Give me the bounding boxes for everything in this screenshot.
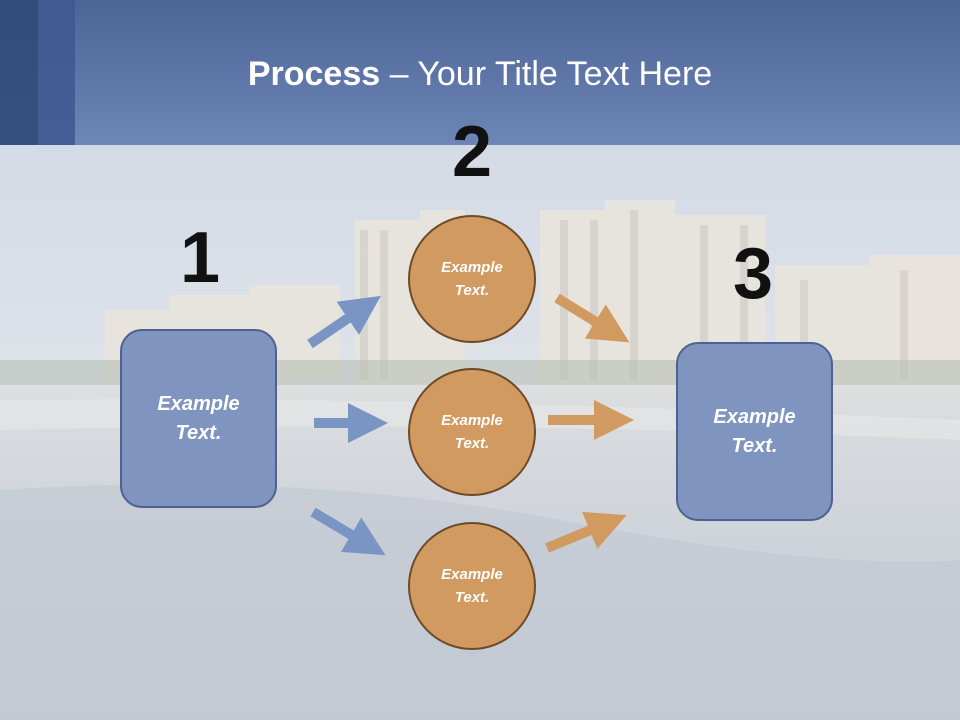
process-circle-3[interactable]: Example Text. xyxy=(408,522,536,650)
slide-title: Process – Your Title Text Here xyxy=(0,52,960,96)
arrow-to-circle-3 xyxy=(310,507,386,556)
header-accent-block xyxy=(0,0,38,145)
circle-2-label: Example Text. xyxy=(441,412,503,452)
header-accent-block xyxy=(38,0,75,145)
arrow-to-circle-1 xyxy=(307,295,381,349)
step-number-3: 3 xyxy=(732,234,774,314)
input-box-label: Example Text. xyxy=(157,392,240,444)
input-box[interactable]: Example Text. xyxy=(120,329,277,508)
circle-3-label: Example Text. xyxy=(441,566,503,606)
step-number-1: 1 xyxy=(179,218,221,298)
step-number-2: 2 xyxy=(451,112,493,192)
arrow-from-circle-3 xyxy=(545,511,627,553)
arrow-from-circle-1 xyxy=(554,293,630,343)
process-circle-1[interactable]: Example Text. xyxy=(408,215,536,343)
circle-1-label: Example Text. xyxy=(441,259,503,299)
title-bar: Process – Your Title Text Here xyxy=(0,0,960,145)
title-rest: – Your Title Text Here xyxy=(380,55,713,93)
title-bold: Process xyxy=(247,55,381,93)
output-box[interactable]: Example Text. xyxy=(676,342,833,521)
process-circle-2[interactable]: Example Text. xyxy=(408,368,536,496)
output-box-label: Example Text. xyxy=(713,405,796,457)
